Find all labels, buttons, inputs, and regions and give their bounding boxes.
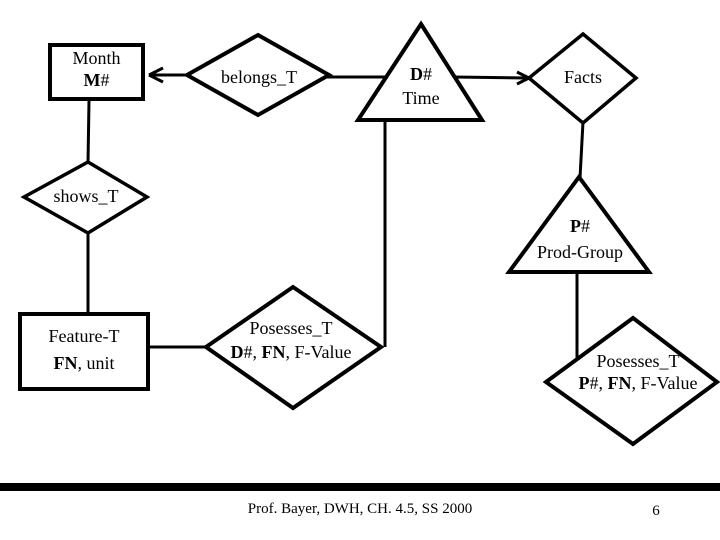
posesses-time-title: Posesses_T xyxy=(249,318,333,338)
month-key: M# xyxy=(83,70,110,90)
relationship-posesses-time-diamond xyxy=(202,284,385,411)
arrowhead-into-facts xyxy=(516,70,530,86)
label-posesses-time: Posesses_T D#, FN, F-Value xyxy=(203,316,379,364)
label-time: D# Time xyxy=(371,62,471,110)
footer-divider xyxy=(0,483,720,491)
dimension-time-triangle xyxy=(354,20,486,122)
label-month: Month M# xyxy=(48,47,145,91)
label-belongs: belongs_T xyxy=(221,67,297,87)
time-key: D# xyxy=(410,64,432,84)
feature-title: Feature-T xyxy=(48,326,120,346)
label-shows: shows_T xyxy=(53,186,119,206)
label-posesses-prod: Posesses_T P#, FN, F-Value xyxy=(553,350,720,394)
connector-facts-prodgroup xyxy=(578,121,585,179)
page-number: 6 xyxy=(652,503,660,519)
relationship-belongs-diamond xyxy=(182,32,334,118)
posesses-prod-attrs: P#, FN, F-Value xyxy=(578,373,698,393)
label-feature: Feature-T FN, unit xyxy=(18,323,150,377)
posesses-prod-title: Posesses_T xyxy=(596,351,680,371)
relationship-posesses-prod-diamond xyxy=(542,315,720,447)
entity-month-box xyxy=(48,43,145,101)
label-facts: Facts xyxy=(564,67,602,87)
prod-group-key: P# xyxy=(570,216,590,236)
month-title: Month xyxy=(72,48,121,68)
dimension-prodgroup-triangle xyxy=(505,173,653,274)
connector-time-facts xyxy=(453,75,528,80)
label-prod-group: P# Prod-Group xyxy=(504,213,656,265)
relationship-shows-diamond xyxy=(20,159,151,236)
posesses-time-attrs: D#, FN, F-Value xyxy=(230,342,352,362)
entity-feature-box xyxy=(18,312,150,391)
prod-group-title: Prod-Group xyxy=(537,242,623,262)
fact-facts-diamond xyxy=(526,31,639,126)
feature-attrs: FN, unit xyxy=(53,353,115,373)
arrowhead-into-month xyxy=(148,66,164,84)
footer-text: Prof. Bayer, DWH, CH. 4.5, SS 2000 xyxy=(247,501,473,517)
time-title: Time xyxy=(402,88,440,108)
connector-month-shows xyxy=(86,100,91,164)
